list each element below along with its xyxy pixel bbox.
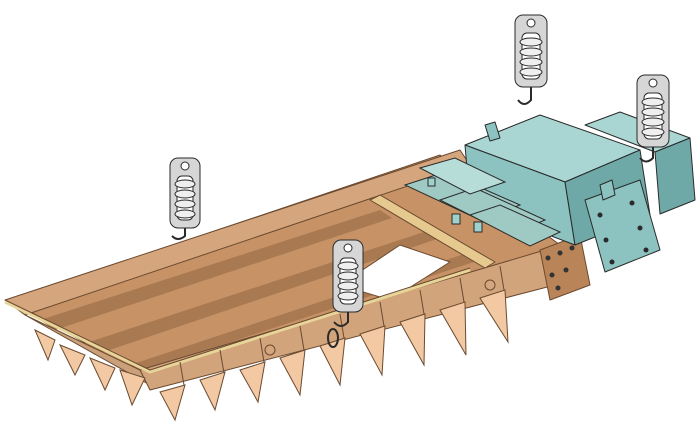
trough-liner-strip [40,210,392,330]
support-rib [319,337,346,387]
leaf-springs [403,157,562,247]
spring-coil [337,271,359,281]
spring-coil [337,261,359,271]
motor-box-side [654,137,696,215]
spring-bolts [427,177,483,233]
bolt-icon [563,267,569,273]
spring-coil [519,57,543,67]
spring-coil [519,67,543,77]
housing-flange [584,179,661,273]
spring-coil [174,189,196,199]
bolt-icon [557,250,563,256]
hanger-eye [526,18,536,28]
support-rib [119,369,146,407]
support-rib [89,357,116,392]
bolt-icon [451,213,461,225]
support-rib [279,349,306,397]
bolt-icon [597,212,603,218]
hanger-hook [171,228,186,240]
bolt-icon [603,237,609,243]
spring-hanger-icon [636,74,670,163]
hanger-hook [517,87,532,105]
support-rib [239,361,266,404]
leaf-spring [468,204,562,247]
housing-lug [484,121,501,142]
support-rib [199,371,226,412]
spring-coil [519,37,543,47]
spring-coil [174,209,196,219]
spring-coil [174,199,196,209]
support-rib [33,328,56,362]
bolt-icon [629,200,635,206]
spring-coil [641,97,665,107]
trough-support-ribs [33,289,509,422]
support-rib [359,325,386,377]
leaf-spring [418,157,507,195]
lifting-lugs [264,279,496,356]
support-rib [479,289,509,344]
spring-coil [641,107,665,117]
drive-housing [464,111,696,273]
spring-coil [641,127,665,137]
spring-coil [337,281,359,291]
housing-lug [599,179,616,201]
support-rib [399,313,426,367]
support-rib [159,384,186,422]
spring-coil [641,117,665,127]
bolt-icon [609,259,615,265]
support-rib [439,301,467,356]
trough-cross-beam [369,194,496,269]
bolt-icon [637,225,643,231]
spring-coil [519,47,543,57]
bolt-icon [555,285,561,291]
bolt-icon [427,177,436,187]
support-rib [58,344,86,377]
bolt-icon [569,245,575,251]
hanger-hook [333,312,349,327]
bolt-icon [545,255,551,261]
hanger-eye [180,161,190,171]
spring-coil [174,179,196,189]
lug-hole [484,279,496,291]
lug-hole [264,344,276,356]
end-plate-bolts [545,245,575,291]
spring-hanger-icon [169,157,201,240]
bolt-icon [549,272,555,278]
spring-hanger-icon [327,239,364,348]
hanger-hook [639,147,654,163]
bolt-icon [643,247,649,253]
hanger-eye [343,243,353,253]
trough-opening [339,244,451,301]
flange-bolts [597,200,649,265]
bolt-icon [473,221,483,233]
spring-coil [337,291,359,301]
hanger-shackle [327,328,339,348]
hanger-eye [648,78,658,88]
spring-hanger-icon [514,14,548,105]
